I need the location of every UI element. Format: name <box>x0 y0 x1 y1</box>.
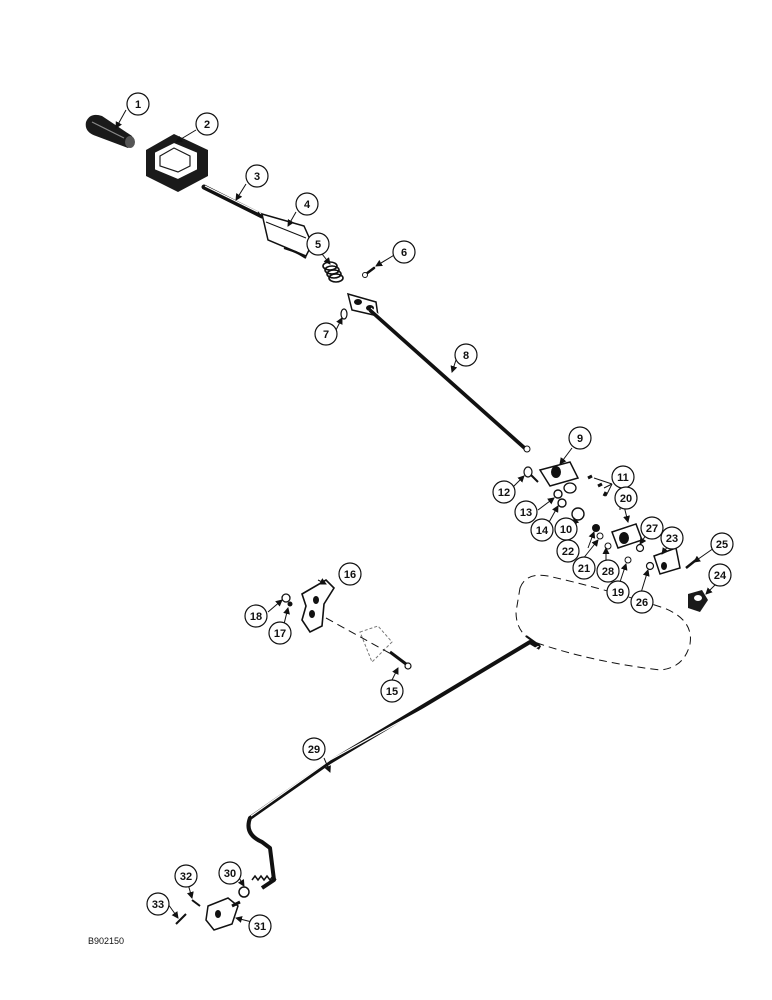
callout-6: 6 <box>392 240 416 264</box>
callout-25: 25 <box>710 532 734 556</box>
svg-text:10: 10 <box>560 524 572 536</box>
svg-text:16: 16 <box>344 569 356 581</box>
callout-18: 18 <box>244 604 268 628</box>
svg-text:2: 2 <box>204 119 210 131</box>
part-control-rod <box>246 635 542 890</box>
svg-text:3: 3 <box>254 171 260 183</box>
part-knob <box>85 114 135 148</box>
svg-text:9: 9 <box>577 433 583 445</box>
svg-text:29: 29 <box>308 744 320 756</box>
svg-text:4: 4 <box>304 199 311 211</box>
callout-22: 22 <box>556 539 580 563</box>
callout-33: 33 <box>146 892 170 916</box>
callout-11: 11 <box>611 465 635 489</box>
svg-text:17: 17 <box>274 628 286 640</box>
svg-text:28: 28 <box>602 566 614 578</box>
callout-8: 8 <box>454 343 478 367</box>
svg-text:1: 1 <box>135 99 141 111</box>
callout-3: 3 <box>245 164 269 188</box>
svg-text:22: 22 <box>562 546 574 558</box>
part-small-pin <box>340 308 348 320</box>
callout-10: 10 <box>554 517 578 541</box>
svg-text:27: 27 <box>646 523 658 535</box>
svg-text:21: 21 <box>578 563 590 575</box>
leader-lines <box>115 109 717 923</box>
callout-20: 20 <box>614 486 638 510</box>
svg-text:14: 14 <box>536 525 549 537</box>
svg-text:19: 19 <box>612 587 624 599</box>
callout-14: 14 <box>530 518 554 542</box>
svg-text:6: 6 <box>401 247 407 259</box>
callout-29: 29 <box>302 737 326 761</box>
callout-16: 16 <box>338 562 362 586</box>
part-spring <box>322 261 344 283</box>
part-boot <box>146 134 208 192</box>
part-bolt <box>389 650 412 670</box>
svg-text:5: 5 <box>315 239 321 251</box>
phantom-bracket <box>325 617 403 663</box>
callout-30: 30 <box>218 861 242 885</box>
svg-text:20: 20 <box>620 493 632 505</box>
part-bracket-plate <box>281 578 336 634</box>
svg-text:26: 26 <box>636 597 648 609</box>
callout-24: 24 <box>708 563 732 587</box>
svg-text:25: 25 <box>716 539 728 551</box>
callout-4: 4 <box>295 192 319 216</box>
phantom-outline <box>515 574 691 671</box>
part-lever-rod <box>201 184 265 220</box>
svg-text:24: 24 <box>714 570 727 582</box>
callout-13: 13 <box>514 500 538 524</box>
svg-text:32: 32 <box>180 871 192 883</box>
callout-9: 9 <box>568 426 592 450</box>
svg-text:18: 18 <box>250 611 262 623</box>
callout-5: 5 <box>306 232 330 256</box>
callout-1: 1 <box>126 92 150 116</box>
callout-19: 19 <box>606 580 630 604</box>
figure-code: B902150 <box>88 936 124 946</box>
svg-text:8: 8 <box>463 350 469 362</box>
svg-text:15: 15 <box>386 686 398 698</box>
callout-21: 21 <box>572 556 596 580</box>
svg-text:31: 31 <box>254 921 266 933</box>
svg-text:33: 33 <box>152 899 164 911</box>
callout-23: 23 <box>660 526 684 550</box>
svg-text:30: 30 <box>224 868 236 880</box>
callout-7: 7 <box>314 322 338 346</box>
part-pin <box>362 266 376 278</box>
part-grip-sleeve <box>260 212 313 259</box>
part-shift-rod-with-fork <box>346 292 531 453</box>
callout-31: 31 <box>248 914 272 938</box>
svg-text:7: 7 <box>323 329 329 341</box>
svg-text:23: 23 <box>666 533 678 545</box>
svg-text:11: 11 <box>617 472 629 484</box>
part-lower-clevis <box>175 886 250 931</box>
callout-26: 26 <box>630 590 654 614</box>
callout-12: 12 <box>492 480 516 504</box>
svg-text:12: 12 <box>498 487 510 499</box>
callout-15: 15 <box>380 679 404 703</box>
callout-17: 17 <box>268 621 292 645</box>
svg-text:13: 13 <box>520 507 532 519</box>
callout-32: 32 <box>174 864 198 888</box>
callout-28: 28 <box>596 559 620 583</box>
callout-2: 2 <box>195 112 219 136</box>
callout-27: 27 <box>640 516 664 540</box>
